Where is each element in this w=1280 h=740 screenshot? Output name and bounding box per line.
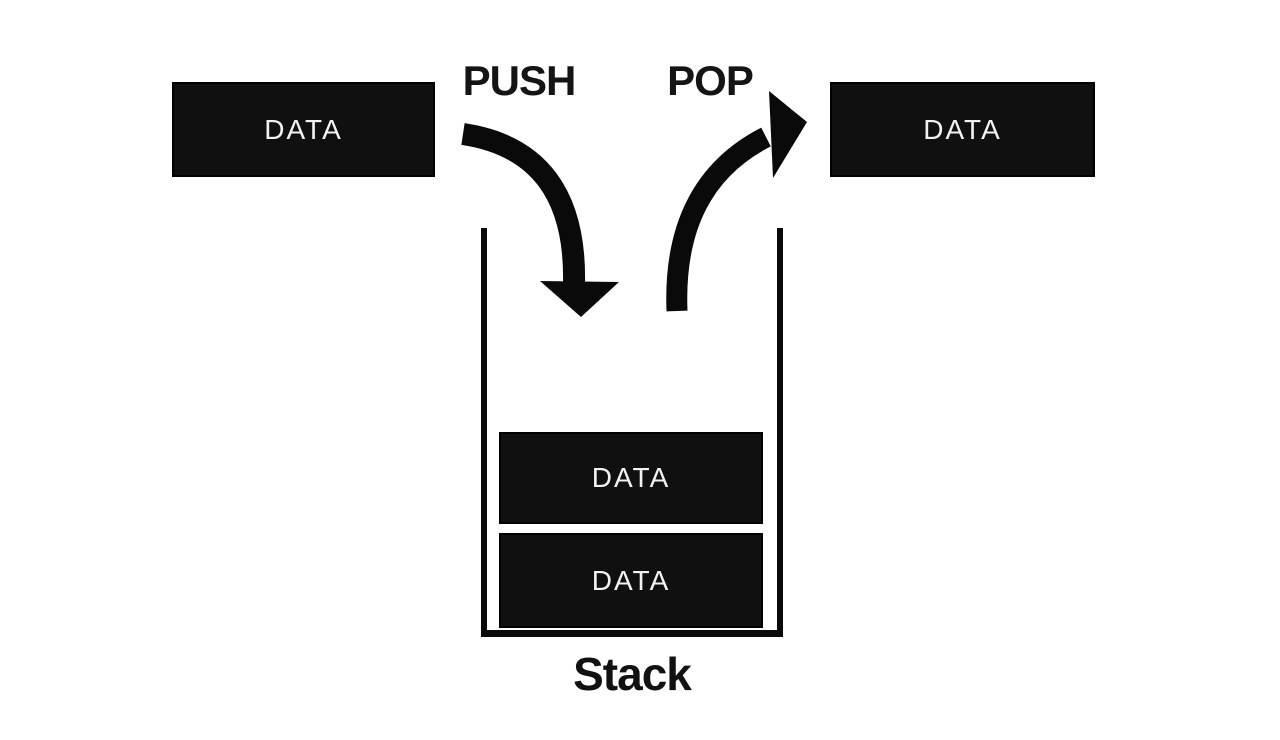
incoming-data-box: DATA bbox=[172, 82, 435, 177]
stack-item: DATA bbox=[499, 432, 763, 524]
stack-item: DATA bbox=[499, 533, 763, 628]
incoming-data-label: DATA bbox=[264, 113, 343, 145]
stack-caption: Stack bbox=[573, 648, 692, 700]
stack-container bbox=[481, 228, 783, 637]
stack-item-label: DATA bbox=[591, 462, 671, 493]
pop-label: POP bbox=[667, 57, 754, 104]
outgoing-data-box: DATA bbox=[830, 82, 1095, 177]
stack-item-label: DATA bbox=[591, 564, 671, 596]
outgoing-data-label: DATA bbox=[923, 113, 1002, 145]
pop-arrowhead-icon bbox=[769, 91, 807, 178]
push-label: PUSH bbox=[462, 57, 577, 104]
